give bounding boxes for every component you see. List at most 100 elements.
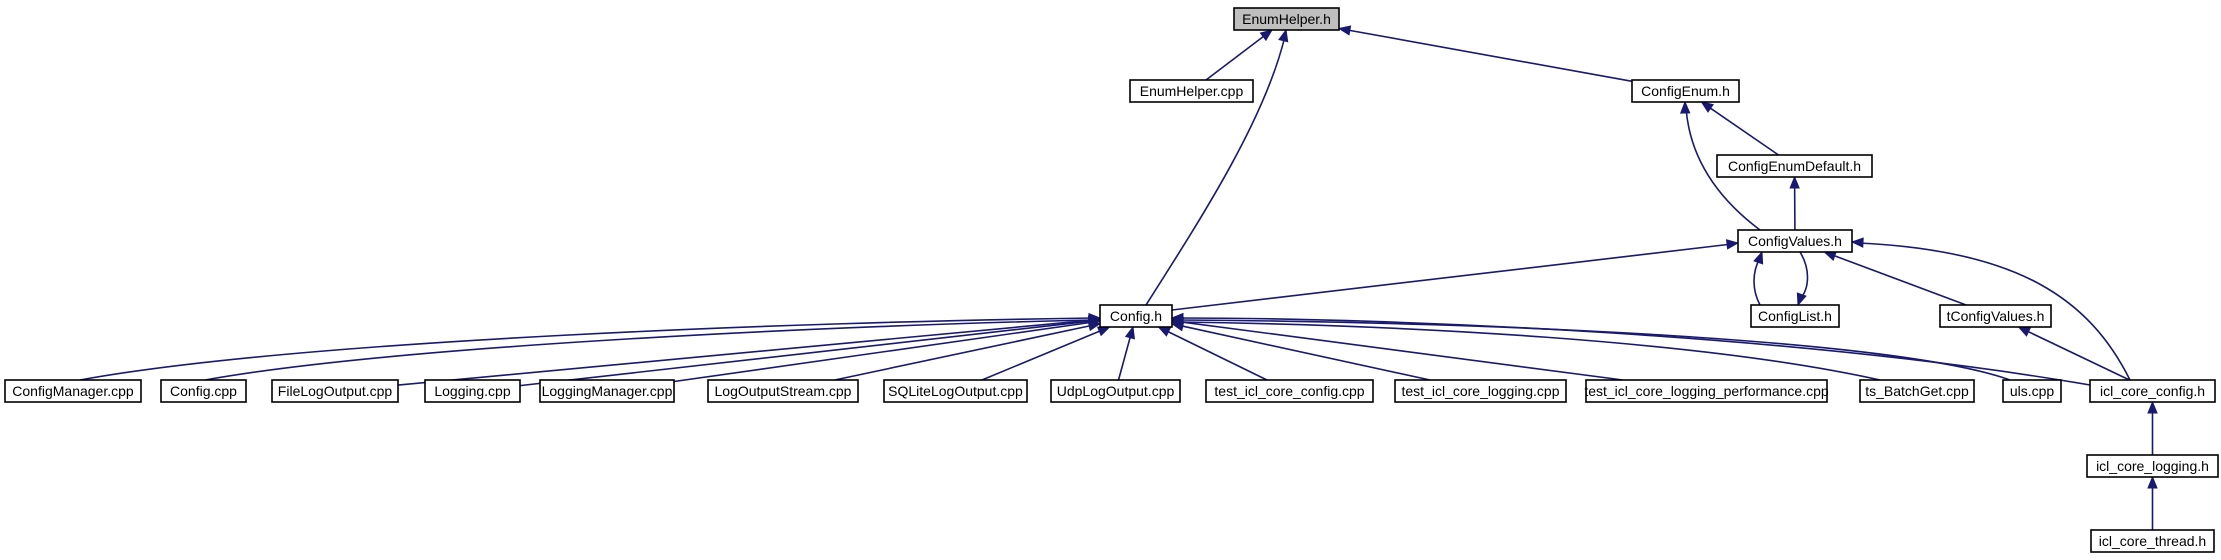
arrowhead-icon <box>1157 326 1172 337</box>
edge-logoutputstream_cpp-to-config_h <box>834 320 1102 381</box>
node-box <box>1716 154 1873 178</box>
arrowhead-icon <box>1124 325 1136 340</box>
edge-icl_core_config_h-to-config_h <box>1170 312 2091 386</box>
node-label: icl_core_logging.h <box>2096 458 2209 474</box>
node-label: SQLiteLogOutput.cpp <box>888 383 1023 399</box>
edge-line <box>1181 325 1431 381</box>
node-box <box>2089 379 2216 403</box>
arrowhead-icon <box>1725 239 1740 250</box>
arrowhead-icon <box>1753 250 1764 265</box>
edge-icl_core_thread_h-to-icl_core_logging_h <box>2147 475 2158 530</box>
node-label: test_icl_core_config.cpp <box>1214 383 1364 399</box>
node-box <box>271 379 399 403</box>
node-configenum-h[interactable]: ConfigEnum.h <box>1631 79 1740 103</box>
node-test-icl-core-logging-cpp[interactable]: test_icl_core_logging.cpp <box>1394 379 1567 403</box>
node-loggingmanager-cpp[interactable]: LoggingManager.cpp <box>539 379 675 403</box>
node-box <box>707 379 859 403</box>
edge-line <box>1799 251 1809 300</box>
arrowhead-icon <box>2017 326 2032 337</box>
node-box <box>1631 79 1740 103</box>
node-configmanager-cpp[interactable]: ConfigManager.cpp <box>4 379 142 403</box>
node-tconfigvalues-h[interactable]: tConfigValues.h <box>1939 304 2052 328</box>
node-filelogoutput-cpp[interactable]: FileLogOutput.cpp <box>271 379 399 403</box>
node-config-cpp[interactable]: Config.cpp <box>160 379 247 403</box>
edge-line <box>1833 254 1967 306</box>
node-label: uls.cpp <box>2010 383 2055 399</box>
node-box <box>1859 379 1975 403</box>
node-uls-cpp[interactable]: uls.cpp <box>2002 379 2062 403</box>
node-box <box>539 379 675 403</box>
edge-line <box>1177 321 1881 381</box>
node-configenumdefault-h[interactable]: ConfigEnumDefault.h <box>1716 154 1873 178</box>
edge-config_h-to-configvalues_h <box>1171 239 1740 311</box>
edge-line <box>1348 29 1633 83</box>
node-label: LogOutputStream.cpp <box>715 383 852 399</box>
arrowhead-icon <box>1679 100 1691 114</box>
edge-configvalues_h-to-configenumdefault_h <box>1789 175 1800 231</box>
node-label: ConfigList.h <box>1758 308 1832 324</box>
edge-line <box>204 319 1095 381</box>
node-test-icl-core-logging-performance-cpp[interactable]: test_icl_core_logging_performance.cpp <box>1584 379 1829 403</box>
arrowhead-icon <box>1850 237 1864 248</box>
edge-configlist_h-to-configvalues_h <box>1753 250 1764 306</box>
node-icl-core-logging-h[interactable]: icl_core_logging.h <box>2086 454 2219 478</box>
edge-configvalues_h-to-configenum_h <box>1679 100 1761 231</box>
node-sqlitelogoutput-cpp[interactable]: SQLiteLogOutput.cpp <box>883 379 1028 403</box>
node-label: icl_core_config.h <box>2100 383 2205 399</box>
node-box <box>2090 529 2215 553</box>
edge-line <box>1117 336 1132 381</box>
edge-line <box>1171 243 1733 311</box>
edge-test_icl_core_logging_cpp-to-config_h <box>1170 321 1431 381</box>
node-box <box>1099 304 1173 328</box>
edge-line <box>519 320 1091 387</box>
node-label: icl_core_thread.h <box>2099 533 2206 549</box>
node-enumhelper-cpp[interactable]: EnumHelper.cpp <box>1129 79 1254 103</box>
node-box <box>1129 79 1254 103</box>
node-label: UdpLogOutput.cpp <box>1057 383 1175 399</box>
edge-line <box>1177 319 2011 381</box>
node-label: Config.h <box>1110 308 1162 324</box>
edge-config_h-to-enumhelper_h <box>1145 28 1289 306</box>
arrowhead-icon <box>2147 400 2158 414</box>
arrowhead-icon <box>1096 326 1111 337</box>
edge-icl_core_config_h-to-configvalues_h <box>1850 237 2131 381</box>
edge-udplogoutput_cpp-to-config_h <box>1117 325 1136 381</box>
node-box <box>1394 379 1567 403</box>
node-logoutputstream-cpp[interactable]: LogOutputStream.cpp <box>707 379 859 403</box>
node-logging-cpp[interactable]: Logging.cpp <box>424 379 521 403</box>
arrowhead-icon <box>2147 475 2158 489</box>
node-label: Logging.cpp <box>434 383 511 399</box>
edge-line <box>397 319 1091 386</box>
arrowhead-icon <box>1278 28 1289 43</box>
node-icl-core-thread-h[interactable]: icl_core_thread.h <box>2090 529 2215 553</box>
edge-configvalues_h-to-configlist_h <box>1796 251 1809 307</box>
node-test-icl-core-config-cpp[interactable]: test_icl_core_config.cpp <box>1205 379 1374 403</box>
edge-configenum_h-to-enumhelper_h <box>1337 25 1633 83</box>
node-configlist-h[interactable]: ConfigList.h <box>1750 304 1840 328</box>
edge-line <box>1205 35 1265 81</box>
node-label: test_icl_core_logging_performance.cpp <box>1584 383 1829 399</box>
edge-line <box>1181 321 1623 381</box>
node-label: ts_BatchGet.cpp <box>1865 383 1969 399</box>
node-ts-batchget-cpp[interactable]: ts_BatchGet.cpp <box>1859 379 1975 403</box>
edge-icl_core_logging_h-to-icl_core_config_h <box>2147 400 2158 455</box>
node-icl-core-config-h[interactable]: icl_core_config.h <box>2089 379 2216 403</box>
edges-layer <box>79 25 2158 530</box>
node-box <box>160 379 247 403</box>
edge-line <box>2027 330 2130 381</box>
edge-line <box>1177 317 2091 386</box>
edge-tconfigvalues_h-to-configvalues_h <box>1823 251 1967 306</box>
node-box <box>2086 454 2219 478</box>
node-label: ConfigManager.cpp <box>12 383 134 399</box>
node-configvalues-h[interactable]: ConfigValues.h <box>1737 229 1853 253</box>
node-enumhelper-h[interactable]: EnumHelper.h <box>1233 7 1340 31</box>
node-config-h[interactable]: Config.h <box>1099 304 1173 328</box>
node-label: Config.cpp <box>170 383 237 399</box>
node-udplogoutput-cpp[interactable]: UdpLogOutput.cpp <box>1050 379 1181 403</box>
node-box <box>1737 229 1853 253</box>
node-box <box>2002 379 2062 403</box>
edge-configenumdefault_h-to-configenum_h <box>1700 101 1779 156</box>
node-box <box>4 379 142 403</box>
